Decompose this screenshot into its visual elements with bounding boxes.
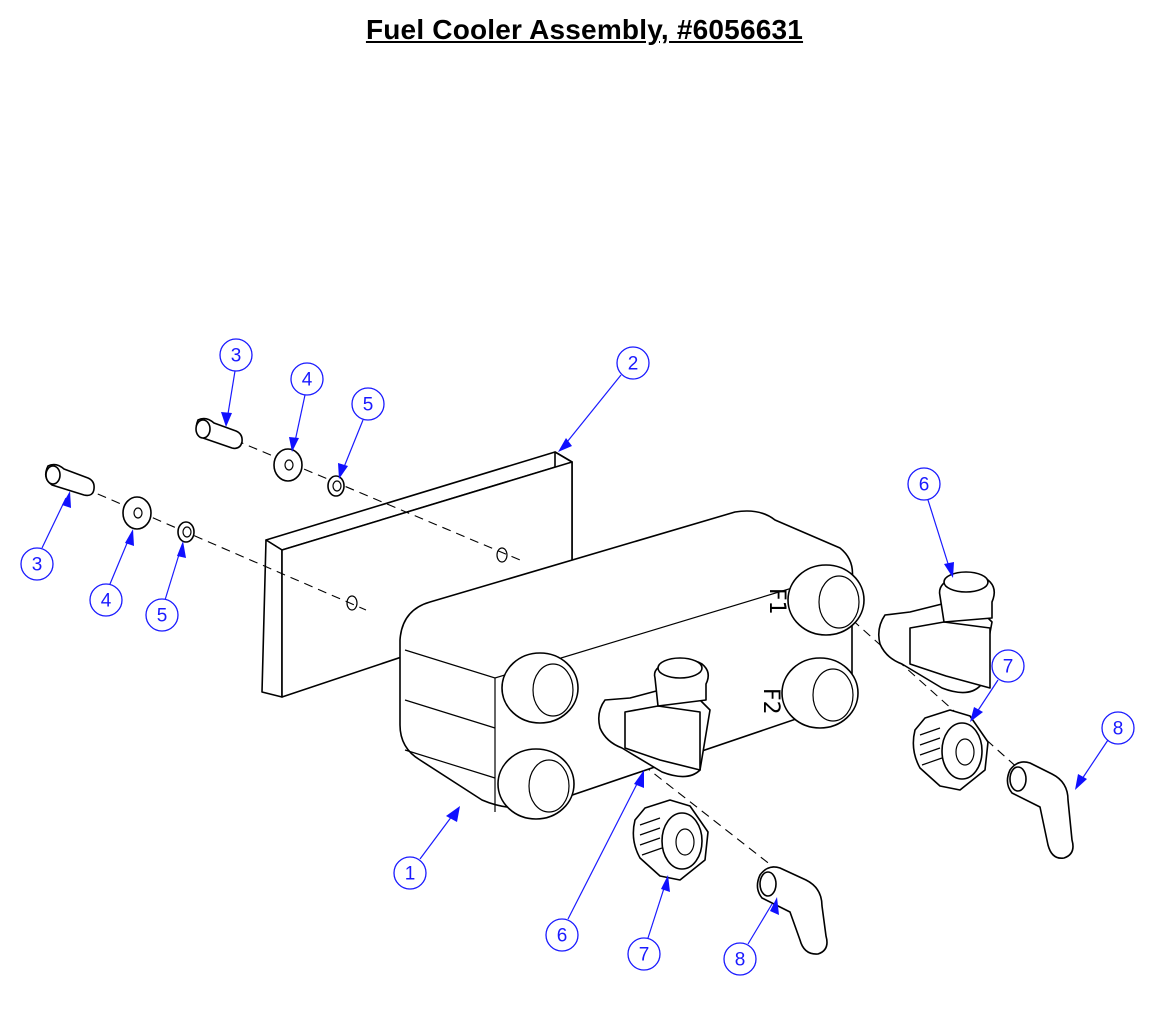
callout-label: 4 <box>101 591 112 612</box>
callout-label: 7 <box>639 945 650 966</box>
lockwasher-lower <box>177 521 195 543</box>
callout-6-upper: 6 <box>907 467 954 578</box>
callout-label: 6 <box>919 475 930 496</box>
callout-5-upper: 5 <box>338 387 385 479</box>
cooler-body: F1 F2 <box>399 510 865 820</box>
callout-label: 3 <box>231 346 242 367</box>
callout-3-lower: 3 <box>20 491 71 581</box>
screw-lower <box>44 463 95 497</box>
callout-label: 6 <box>557 926 568 947</box>
callout-label: 3 <box>32 555 43 576</box>
callout-8-upper: 8 <box>1075 711 1135 790</box>
washer-lower <box>122 496 152 530</box>
mounting-plate <box>261 451 573 698</box>
callout-2: 2 <box>558 346 650 452</box>
callout-label: 7 <box>1003 657 1014 678</box>
callout-label: 8 <box>735 950 746 971</box>
callout-label: 2 <box>628 354 639 375</box>
callout-label: 1 <box>405 864 416 885</box>
port-label-f2: F2 <box>758 688 783 715</box>
callout-8-lower: 8 <box>723 897 779 976</box>
callout-1: 1 <box>393 806 460 890</box>
barb-elbow-left <box>756 866 828 955</box>
screw-upper <box>195 417 243 450</box>
elbow-fitting-left <box>598 657 711 778</box>
callout-4-lower: 4 <box>89 529 134 617</box>
barb-elbow-right <box>1006 761 1074 860</box>
callout-7-upper: 7 <box>970 649 1025 722</box>
callout-4-upper: 4 <box>289 362 324 452</box>
callout-3-upper: 3 <box>219 338 253 427</box>
lockwasher-upper <box>327 475 345 497</box>
callout-6-lower: 6 <box>545 770 644 952</box>
reducer-bushing-left <box>632 799 709 881</box>
elbow-fitting-right <box>878 571 996 694</box>
callout-7-lower: 7 <box>627 875 670 971</box>
callout-label: 4 <box>302 370 313 391</box>
page-title: Fuel Cooler Assembly, #6056631 <box>365 14 804 45</box>
callout-label: 5 <box>363 395 374 416</box>
port-label-f1: F1 <box>764 588 789 615</box>
callout-label: 5 <box>157 606 168 627</box>
callout-5-lower: 5 <box>145 541 186 632</box>
washer-upper <box>273 448 303 482</box>
callout-label: 8 <box>1113 719 1124 740</box>
reducer-bushing-right <box>912 709 989 791</box>
